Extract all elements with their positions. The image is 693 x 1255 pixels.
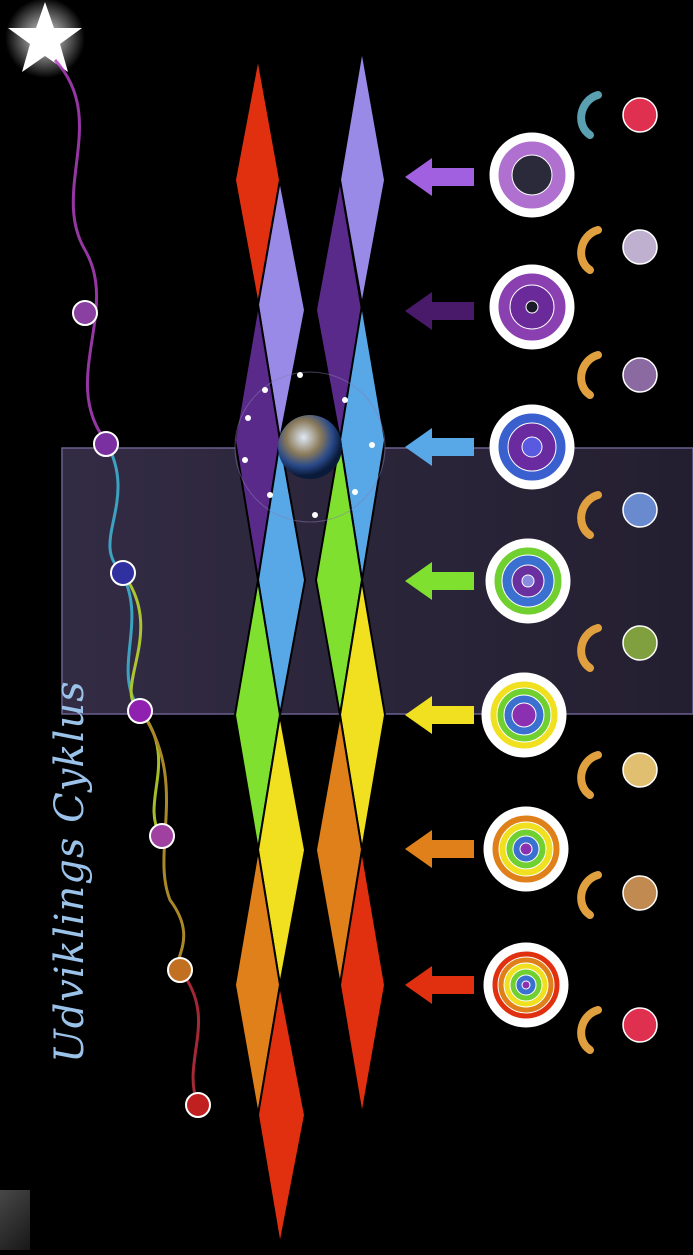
curved-arrow-3 bbox=[581, 355, 598, 395]
left-arrow-icons bbox=[405, 158, 474, 1004]
curved-arrow-7 bbox=[581, 875, 598, 915]
curved-arrow-8 bbox=[581, 1010, 598, 1050]
mandala-3 bbox=[490, 405, 574, 489]
curved-arrow-6 bbox=[581, 755, 598, 795]
orb-3 bbox=[623, 358, 657, 392]
mandala-4 bbox=[486, 539, 570, 623]
orb-8 bbox=[623, 1008, 657, 1042]
mandala-7 bbox=[484, 943, 568, 1027]
mandala-1 bbox=[490, 133, 574, 217]
white-star-icon bbox=[5, 0, 85, 78]
arrow-dark-purple bbox=[405, 292, 474, 330]
arrow-red bbox=[405, 966, 474, 1004]
orb-5 bbox=[623, 626, 657, 660]
arrow-orange bbox=[405, 830, 474, 868]
curved-arrow-1 bbox=[581, 95, 598, 135]
orb-1 bbox=[623, 98, 657, 132]
orb-6 bbox=[623, 753, 657, 787]
mandala-6 bbox=[484, 807, 568, 891]
diagram-title: Udviklings Cyklus bbox=[47, 813, 83, 1063]
orb-4 bbox=[623, 493, 657, 527]
curved-arrow-2 bbox=[581, 230, 598, 270]
orb-2 bbox=[623, 230, 657, 264]
corner-logo bbox=[0, 1190, 30, 1250]
mandala-2 bbox=[490, 265, 574, 349]
orb-7 bbox=[623, 876, 657, 910]
mandala-5 bbox=[482, 673, 566, 757]
arrow-violet bbox=[405, 158, 474, 196]
concentric-circle-icons bbox=[482, 133, 574, 1027]
